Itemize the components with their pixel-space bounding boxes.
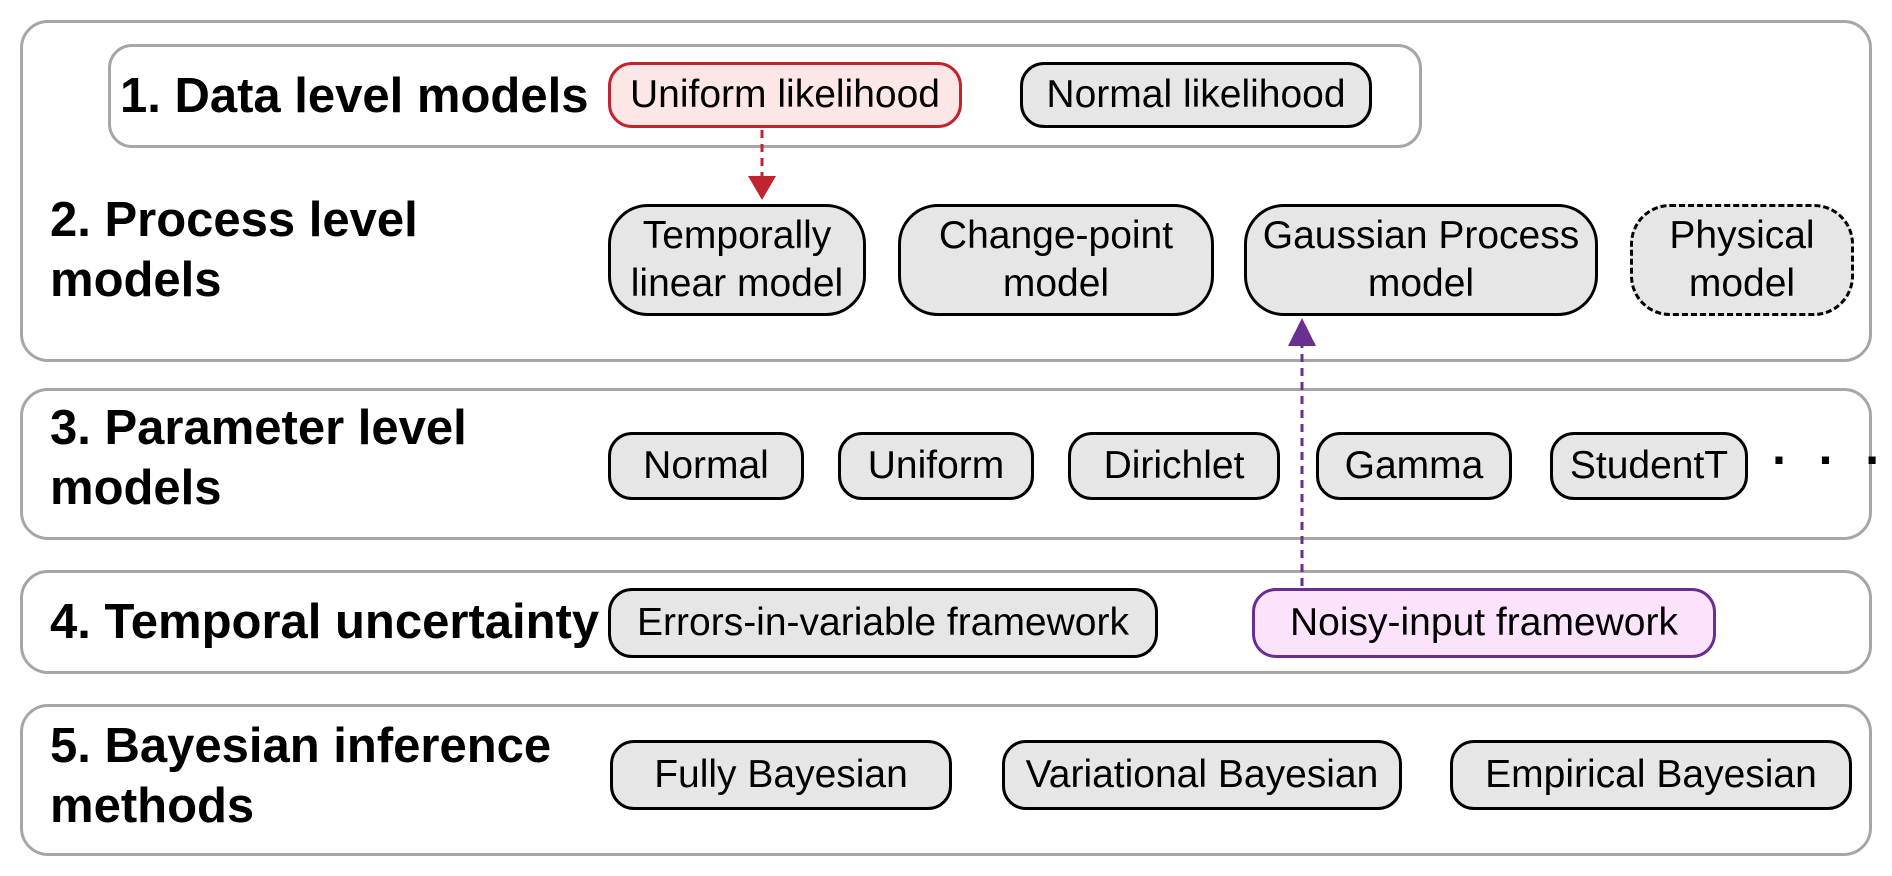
box-line1: Change-point [938, 214, 1174, 257]
dirichlet-prior-box: Dirichlet [1068, 432, 1280, 500]
box-line2: model [1002, 262, 1110, 305]
fully-bayesian-box: Fully Bayesian [610, 740, 952, 810]
parameter-level-title-line2: models [50, 461, 222, 515]
gamma-prior-box: Gamma [1316, 432, 1512, 500]
more-ellipsis: · · · [1772, 432, 1890, 488]
box-line2: linear model [630, 262, 844, 305]
temporally-linear-model-box: Temporally linear model [608, 204, 866, 316]
variational-bayesian-box: Variational Bayesian [1002, 740, 1402, 810]
change-point-model-box: Change-point model [898, 204, 1214, 316]
studentt-prior-box: StudentT [1550, 432, 1748, 500]
uniform-likelihood-box: Uniform likelihood [608, 62, 962, 128]
normal-prior-box: Normal [608, 432, 804, 500]
box-line1: Temporally [642, 214, 832, 257]
errors-in-variable-box: Errors-in-variable framework [608, 588, 1158, 658]
parameter-level-title: 3. Parameter level models [50, 398, 467, 518]
gaussian-process-model-box: Gaussian Process model [1244, 204, 1598, 316]
process-level-title-line1: 2. Process level [50, 193, 418, 247]
noisy-input-box: Noisy-input framework [1252, 588, 1716, 658]
box-line1: Physical [1669, 214, 1815, 257]
box-line2: model [1367, 262, 1475, 305]
uniform-prior-box: Uniform [838, 432, 1034, 500]
box-line1: Gaussian Process [1262, 214, 1580, 257]
parameter-level-title-line1: 3. Parameter level [50, 401, 467, 455]
empirical-bayesian-box: Empirical Bayesian [1450, 740, 1852, 810]
process-level-title-line2: models [50, 253, 222, 307]
process-level-title: 2. Process level models [50, 190, 418, 310]
data-level-title: 1. Data level models [120, 69, 589, 123]
physical-model-box: Physical model [1630, 204, 1854, 316]
normal-likelihood-box: Normal likelihood [1020, 62, 1372, 128]
inference-methods-title-line2: methods [50, 779, 255, 833]
inference-methods-title: 5. Bayesian inference methods [50, 716, 551, 836]
temporal-uncertainty-title: 4. Temporal uncertainty [50, 595, 600, 649]
box-line2: model [1688, 262, 1796, 305]
inference-methods-title-line1: 5. Bayesian inference [50, 719, 552, 773]
